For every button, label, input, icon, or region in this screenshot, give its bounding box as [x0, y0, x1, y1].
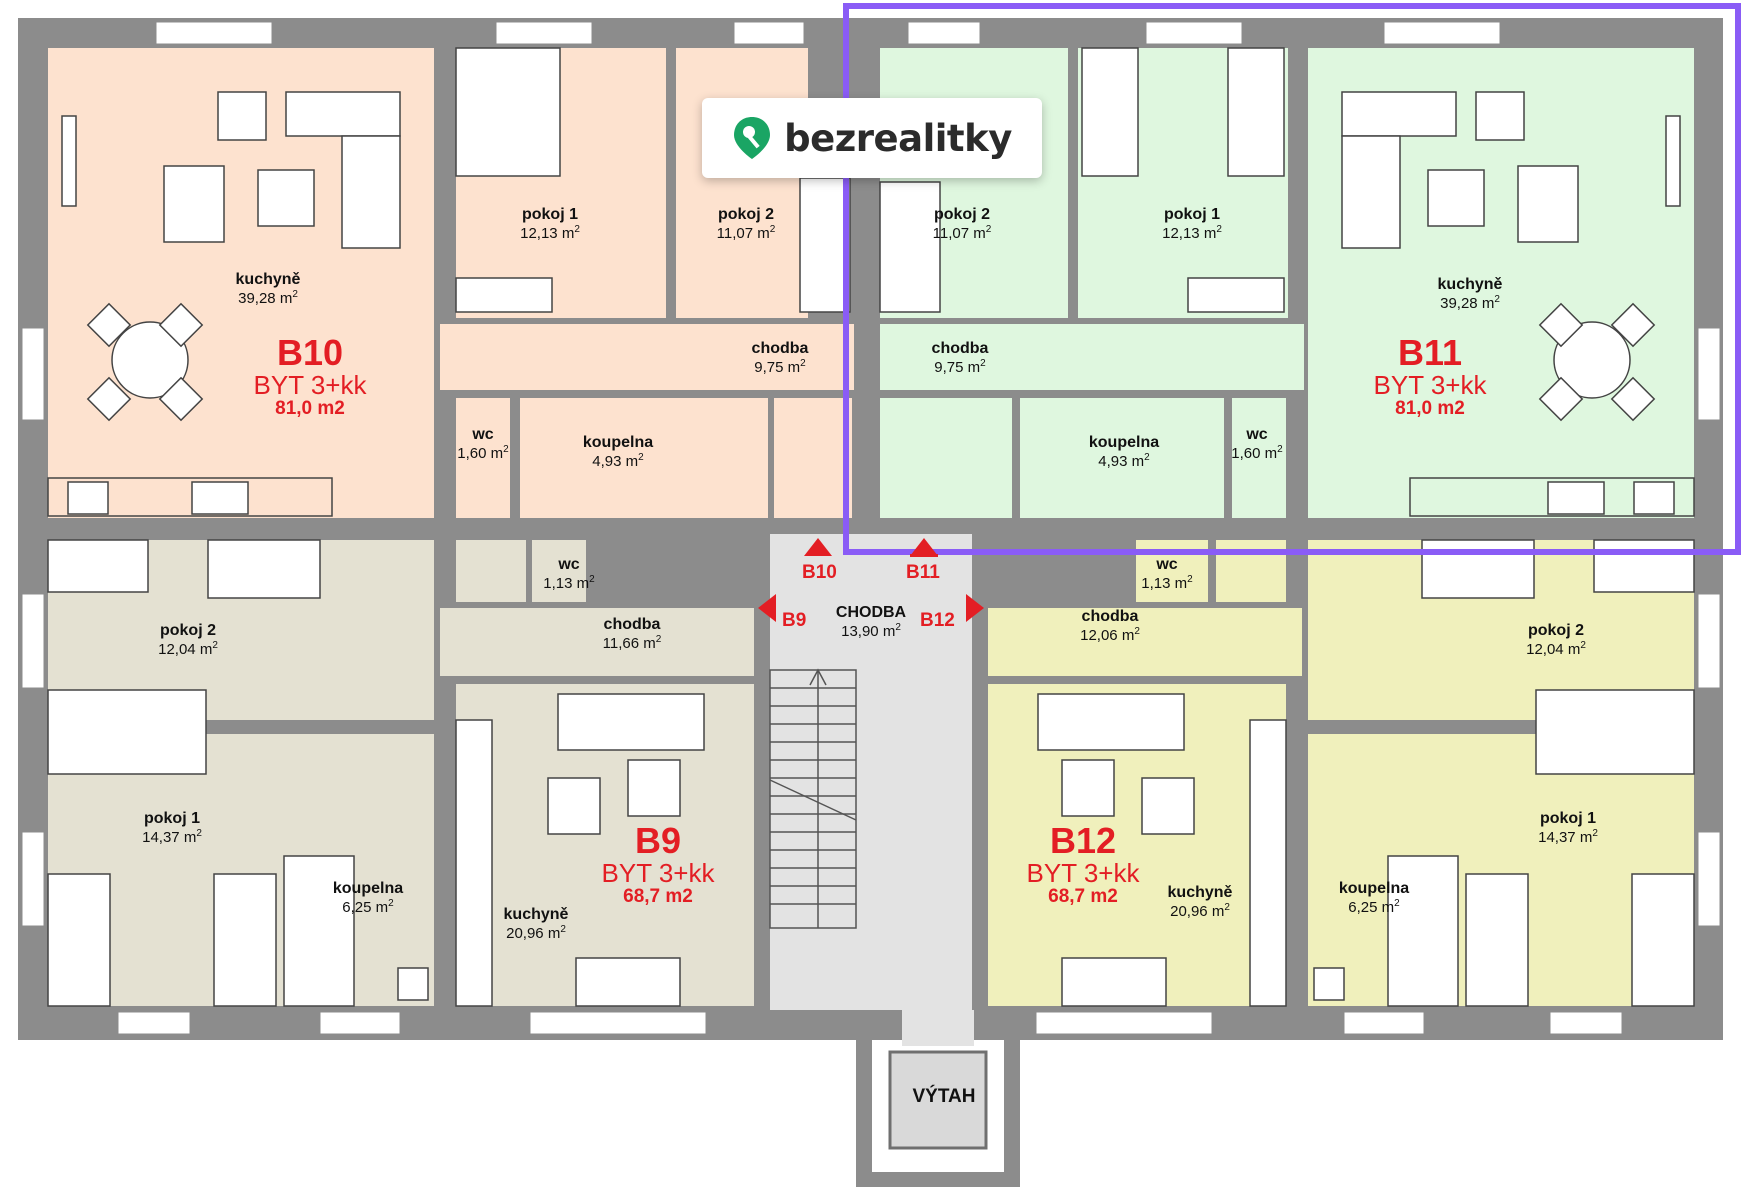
entrance-arrows	[758, 538, 984, 622]
central-corridor	[770, 534, 974, 1046]
brand-name: bezrealitky	[784, 116, 1012, 160]
apartment-area: 81,0 m2	[275, 398, 345, 420]
entrance-label-b9: B9	[782, 610, 807, 631]
apartment-code: B9	[634, 820, 682, 861]
entrance-label-b10: B10	[802, 562, 837, 583]
apartment-label-b10: B10 BYT 3+kk 81,0 m2	[240, 334, 380, 419]
apartment-type: BYT 3+kk	[1373, 369, 1487, 400]
staircase	[769, 668, 857, 929]
apartment-type: BYT 3+kk	[1026, 857, 1140, 888]
apartment-b10	[48, 48, 854, 518]
apartment-code: B10	[276, 332, 344, 373]
apartment-area: 81,0 m2	[1395, 398, 1465, 420]
selection-highlight	[843, 3, 1741, 555]
apartment-label-b12: B12 BYT 3+kk 68,7 m2	[1013, 822, 1153, 907]
apartment-type: BYT 3+kk	[601, 857, 715, 888]
apartment-label-b11: B11 BYT 3+kk 81,0 m2	[1360, 334, 1500, 419]
entrance-label-b11: B11	[906, 562, 940, 583]
apartment-label-b9: B9 BYT 3+kk 68,7 m2	[588, 822, 728, 907]
key-pin-icon	[734, 117, 771, 159]
lift-label: VÝTAH	[912, 1086, 976, 1107]
apartment-code: B12	[1049, 820, 1117, 861]
windows	[21, 21, 1721, 1035]
apartment-area: 68,7 m2	[1048, 886, 1118, 908]
brand-logo: bezrealitky	[702, 98, 1042, 178]
entrance-label-b12: B12	[920, 610, 955, 631]
apartment-area: 68,7 m2	[623, 886, 693, 908]
apartment-code: B11	[1397, 332, 1463, 373]
furniture-b11	[879, 47, 1695, 517]
furniture-b10	[47, 47, 851, 517]
apartment-type: BYT 3+kk	[253, 369, 367, 400]
lift-cabin	[888, 1050, 988, 1150]
furniture-lower	[47, 539, 1695, 1007]
